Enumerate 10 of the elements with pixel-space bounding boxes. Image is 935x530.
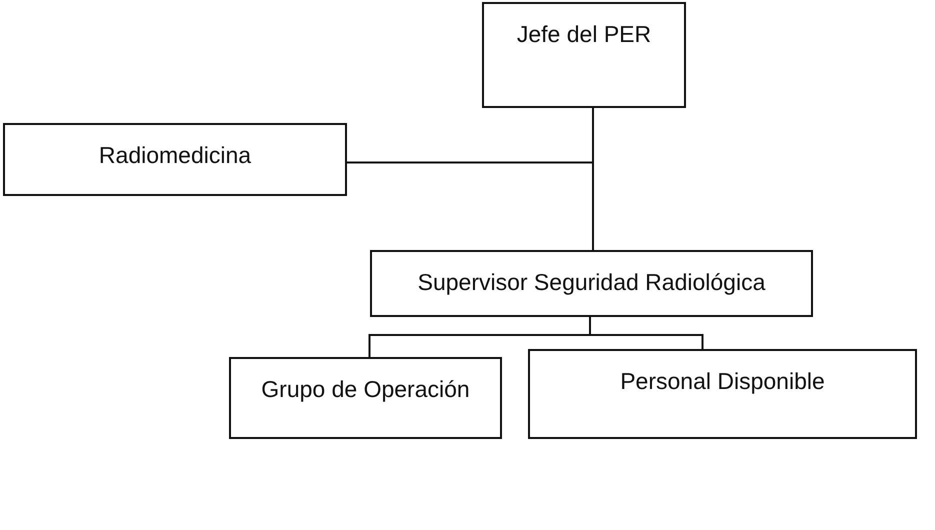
box-label: Personal Disponible [620,367,825,396]
box-label: Jefe del PER [516,20,652,49]
org-box [3,123,347,196]
org-box [229,357,502,439]
org-box [370,250,813,317]
box-label: Radiomedicina [98,141,252,170]
box-label: Grupo de Operación [261,375,470,404]
org-box [528,349,917,439]
org-box [482,2,686,108]
box-label: Supervisor Seguridad Radiológica [418,268,766,297]
